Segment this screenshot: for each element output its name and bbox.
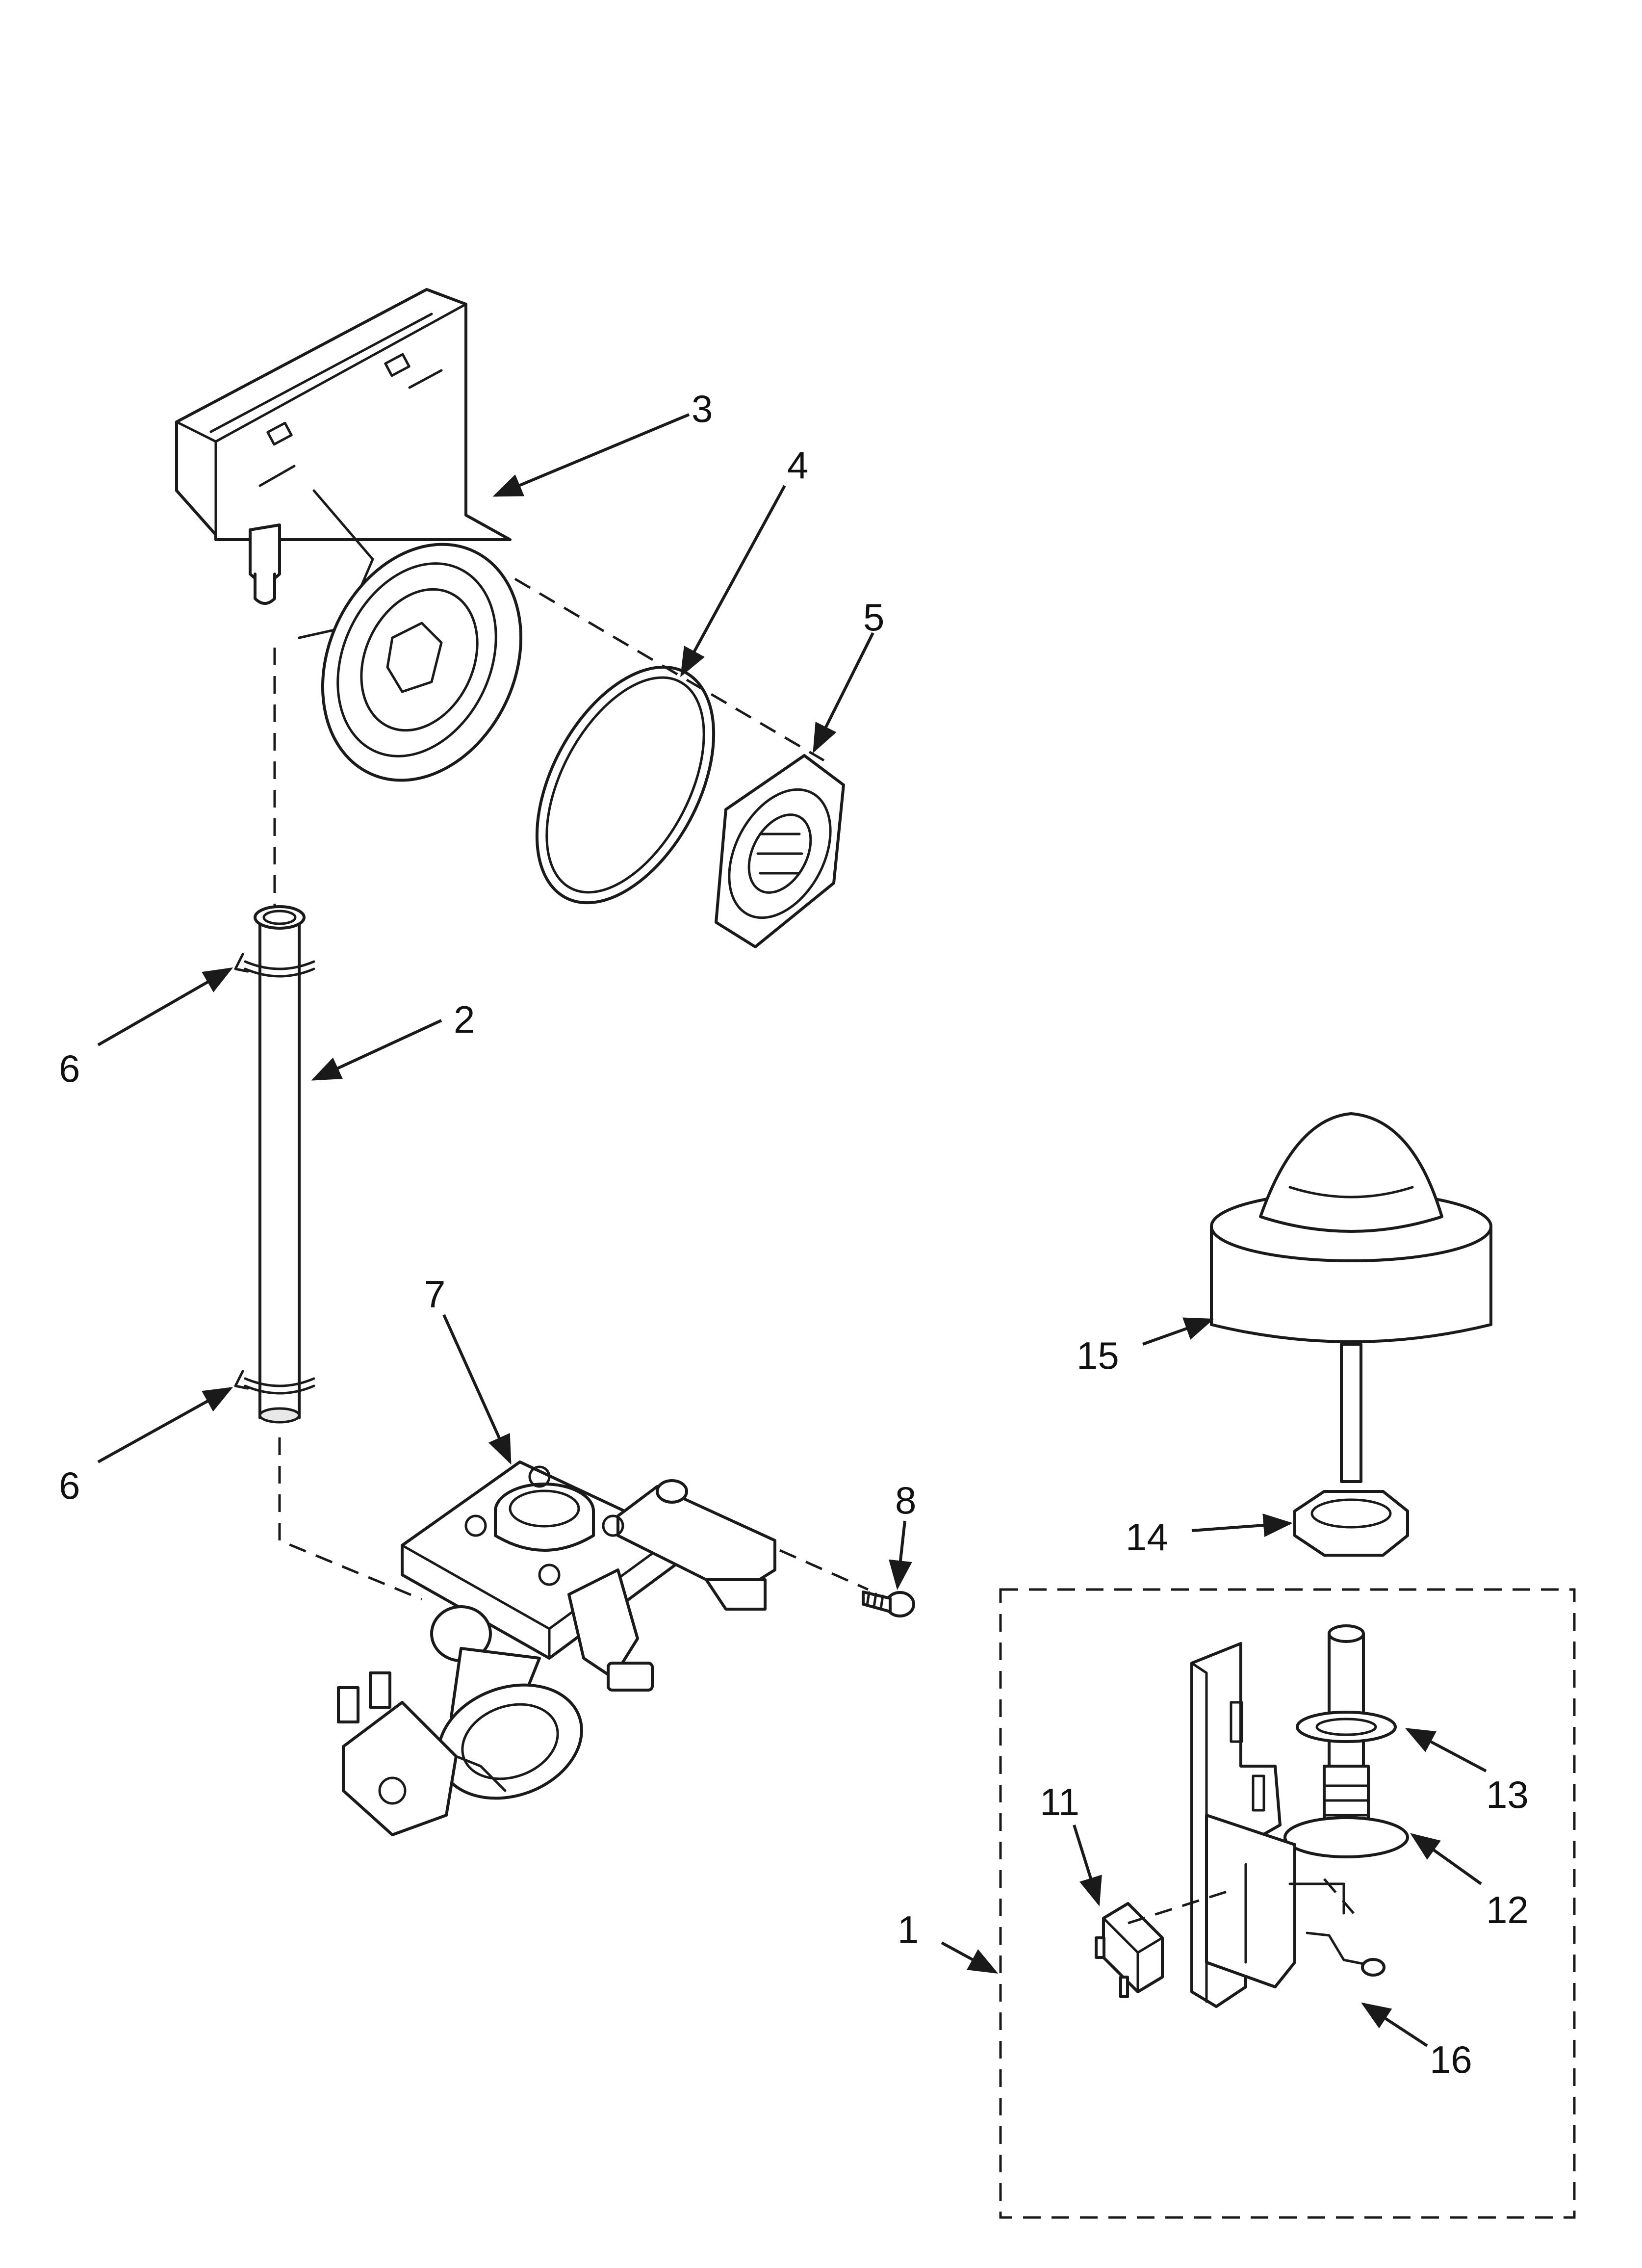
callout-5: 5 [863,596,884,639]
callout-11: 11 [1040,1780,1079,1824]
callout-labels: 3 4 5 6 2 6 7 8 15 14 13 11 12 1 16 [59,387,1529,2081]
part-14-hex-nut [1293,1490,1409,1557]
callout-3: 3 [692,387,713,430]
callout-6-upper: 6 [59,1047,80,1090]
part-15-knob [1210,1112,1492,1483]
callout-7: 7 [424,1273,445,1316]
leader-lines [97,413,1487,2047]
part-4-gasket [535,665,716,905]
callout-13: 13 [1486,1773,1529,1816]
callout-16: 16 [1430,2038,1472,2081]
part-3-fill-funnel [175,288,523,782]
callout-14: 14 [1126,1515,1168,1559]
part-2-tube [254,905,306,1424]
part-7-water-valve [337,1460,776,1836]
callout-4: 4 [787,443,808,487]
callout-8: 8 [895,1479,916,1522]
part-16-clip [1306,1931,1385,1977]
part-6-clamp-upper [234,953,315,978]
assembly-1-boundary [999,1588,1576,2219]
callout-15: 15 [1077,1334,1119,1377]
part-8-screw [862,1590,915,1617]
part-1-bracket [1190,1642,1345,2008]
callout-6-lower: 6 [59,1464,80,1507]
callout-12: 12 [1486,1888,1529,1931]
callout-1: 1 [898,1908,919,1951]
part-6-clamp-lower [234,1370,315,1395]
part-5-cap-nut [715,754,845,948]
part-11-micro-switch [1095,1902,1164,1998]
callout-2: 2 [454,998,475,1041]
part-12-13-actuator [1283,1624,1409,1858]
